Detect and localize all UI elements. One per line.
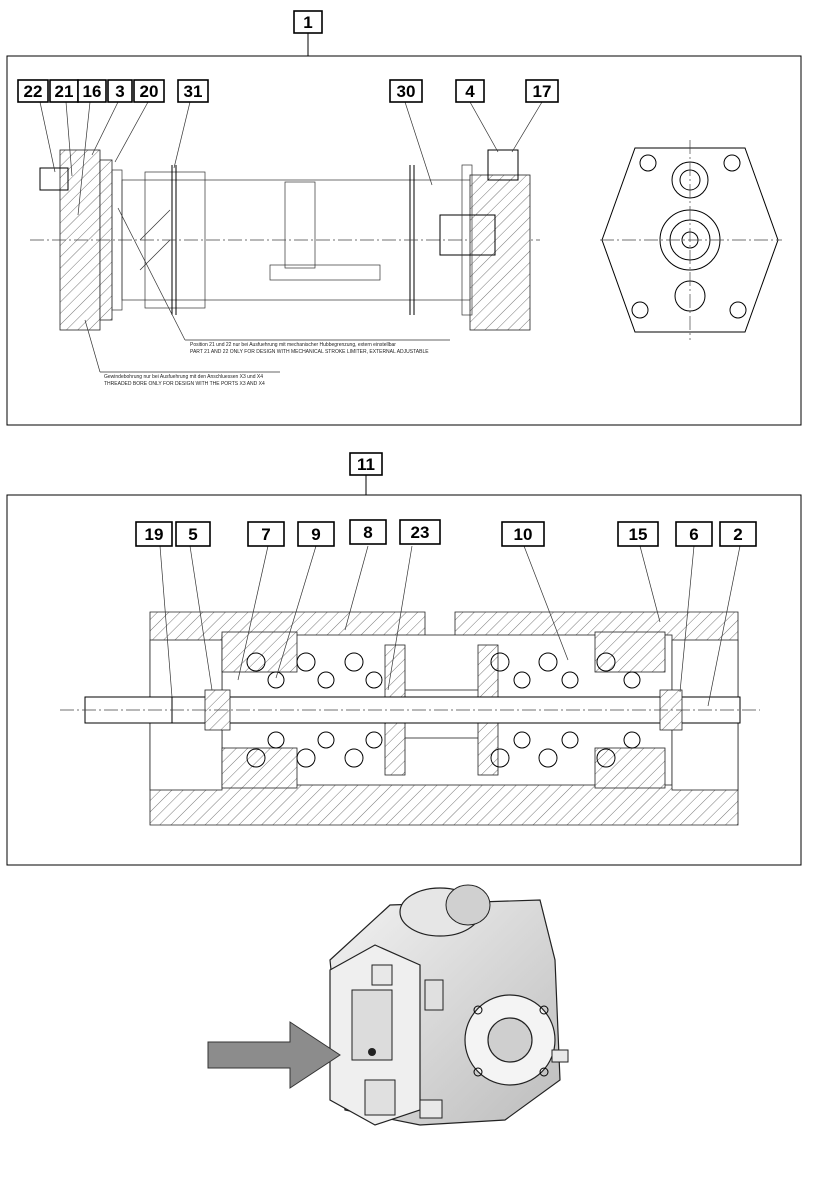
callout-10[interactable]: 10 bbox=[501, 521, 545, 547]
pump-illustration bbox=[207, 884, 569, 1126]
svg-text:22: 22 bbox=[24, 82, 43, 101]
callout-23[interactable]: 23 bbox=[399, 519, 441, 545]
callout-19[interactable]: 19 bbox=[135, 521, 173, 547]
svg-text:17: 17 bbox=[533, 82, 552, 101]
end-view bbox=[600, 140, 782, 340]
callout-20[interactable]: 20 bbox=[133, 79, 165, 103]
svg-text:15: 15 bbox=[629, 525, 648, 544]
svg-text:3: 3 bbox=[115, 82, 124, 101]
svg-text:16: 16 bbox=[83, 82, 102, 101]
callout-5[interactable]: 5 bbox=[175, 521, 211, 547]
svg-text:4: 4 bbox=[465, 82, 475, 101]
callout-6[interactable]: 6 bbox=[675, 521, 713, 547]
callout-21[interactable]: 21 bbox=[49, 79, 79, 103]
springs bbox=[246, 652, 641, 768]
svg-text:5: 5 bbox=[188, 525, 197, 544]
svg-text:31: 31 bbox=[184, 82, 203, 101]
callout-3[interactable]: 3 bbox=[107, 79, 133, 103]
drawing-notes: Position 21 und 22 nur bei Ausfuehrung m… bbox=[84, 207, 450, 387]
callout-2[interactable]: 2 bbox=[719, 521, 757, 547]
svg-text:8: 8 bbox=[363, 523, 372, 542]
callout-4[interactable]: 4 bbox=[455, 79, 485, 103]
svg-text:20: 20 bbox=[140, 82, 159, 101]
top-leader-lines bbox=[39, 101, 543, 216]
svg-text:21: 21 bbox=[55, 82, 74, 101]
svg-text:10: 10 bbox=[514, 525, 533, 544]
svg-text:11: 11 bbox=[357, 455, 375, 474]
middle-leader-lines bbox=[159, 545, 741, 707]
svg-text:7: 7 bbox=[261, 525, 270, 544]
callout-16[interactable]: 16 bbox=[77, 79, 107, 103]
note-1-en: PART 21 AND 22 ONLY FOR DESIGN WITH MECH… bbox=[190, 349, 429, 355]
top-section: Position 21 und 22 nur bei Ausfuehrung m… bbox=[6, 10, 802, 426]
piston-rod bbox=[60, 689, 760, 731]
callout-9[interactable]: 9 bbox=[297, 521, 335, 547]
svg-text:30: 30 bbox=[397, 82, 416, 101]
svg-text:2: 2 bbox=[733, 525, 742, 544]
callout-15[interactable]: 15 bbox=[617, 521, 659, 547]
pointer-arrow bbox=[207, 1021, 341, 1089]
svg-text:6: 6 bbox=[689, 525, 698, 544]
note-2-de: Gewindebohrung nur bei Ausfuehrung mit d… bbox=[104, 374, 263, 380]
svg-text:1: 1 bbox=[303, 13, 312, 32]
svg-text:9: 9 bbox=[311, 525, 320, 544]
callout-17[interactable]: 17 bbox=[525, 79, 559, 103]
middle-section-frame bbox=[6, 494, 802, 866]
callout-8[interactable]: 8 bbox=[349, 519, 387, 545]
callout-1[interactable]: 1 bbox=[293, 10, 323, 34]
svg-text:19: 19 bbox=[145, 525, 164, 544]
note-2-en: THREADED BORE ONLY FOR DESIGN WITH THE P… bbox=[104, 381, 265, 387]
callout-7[interactable]: 7 bbox=[247, 521, 285, 547]
callout-11[interactable]: 11 bbox=[349, 452, 383, 476]
top-section-frame bbox=[6, 55, 802, 426]
note-1-de: Position 21 und 22 nur bei Ausfuehrung m… bbox=[190, 342, 396, 348]
right-end-cap bbox=[439, 149, 531, 331]
middle-section: 11 19 5 7 9 8 23 10 bbox=[6, 452, 802, 866]
svg-text:23: 23 bbox=[411, 523, 430, 542]
callout-22[interactable]: 22 bbox=[17, 79, 49, 103]
callout-31[interactable]: 31 bbox=[177, 79, 209, 103]
callout-30[interactable]: 30 bbox=[389, 79, 423, 103]
